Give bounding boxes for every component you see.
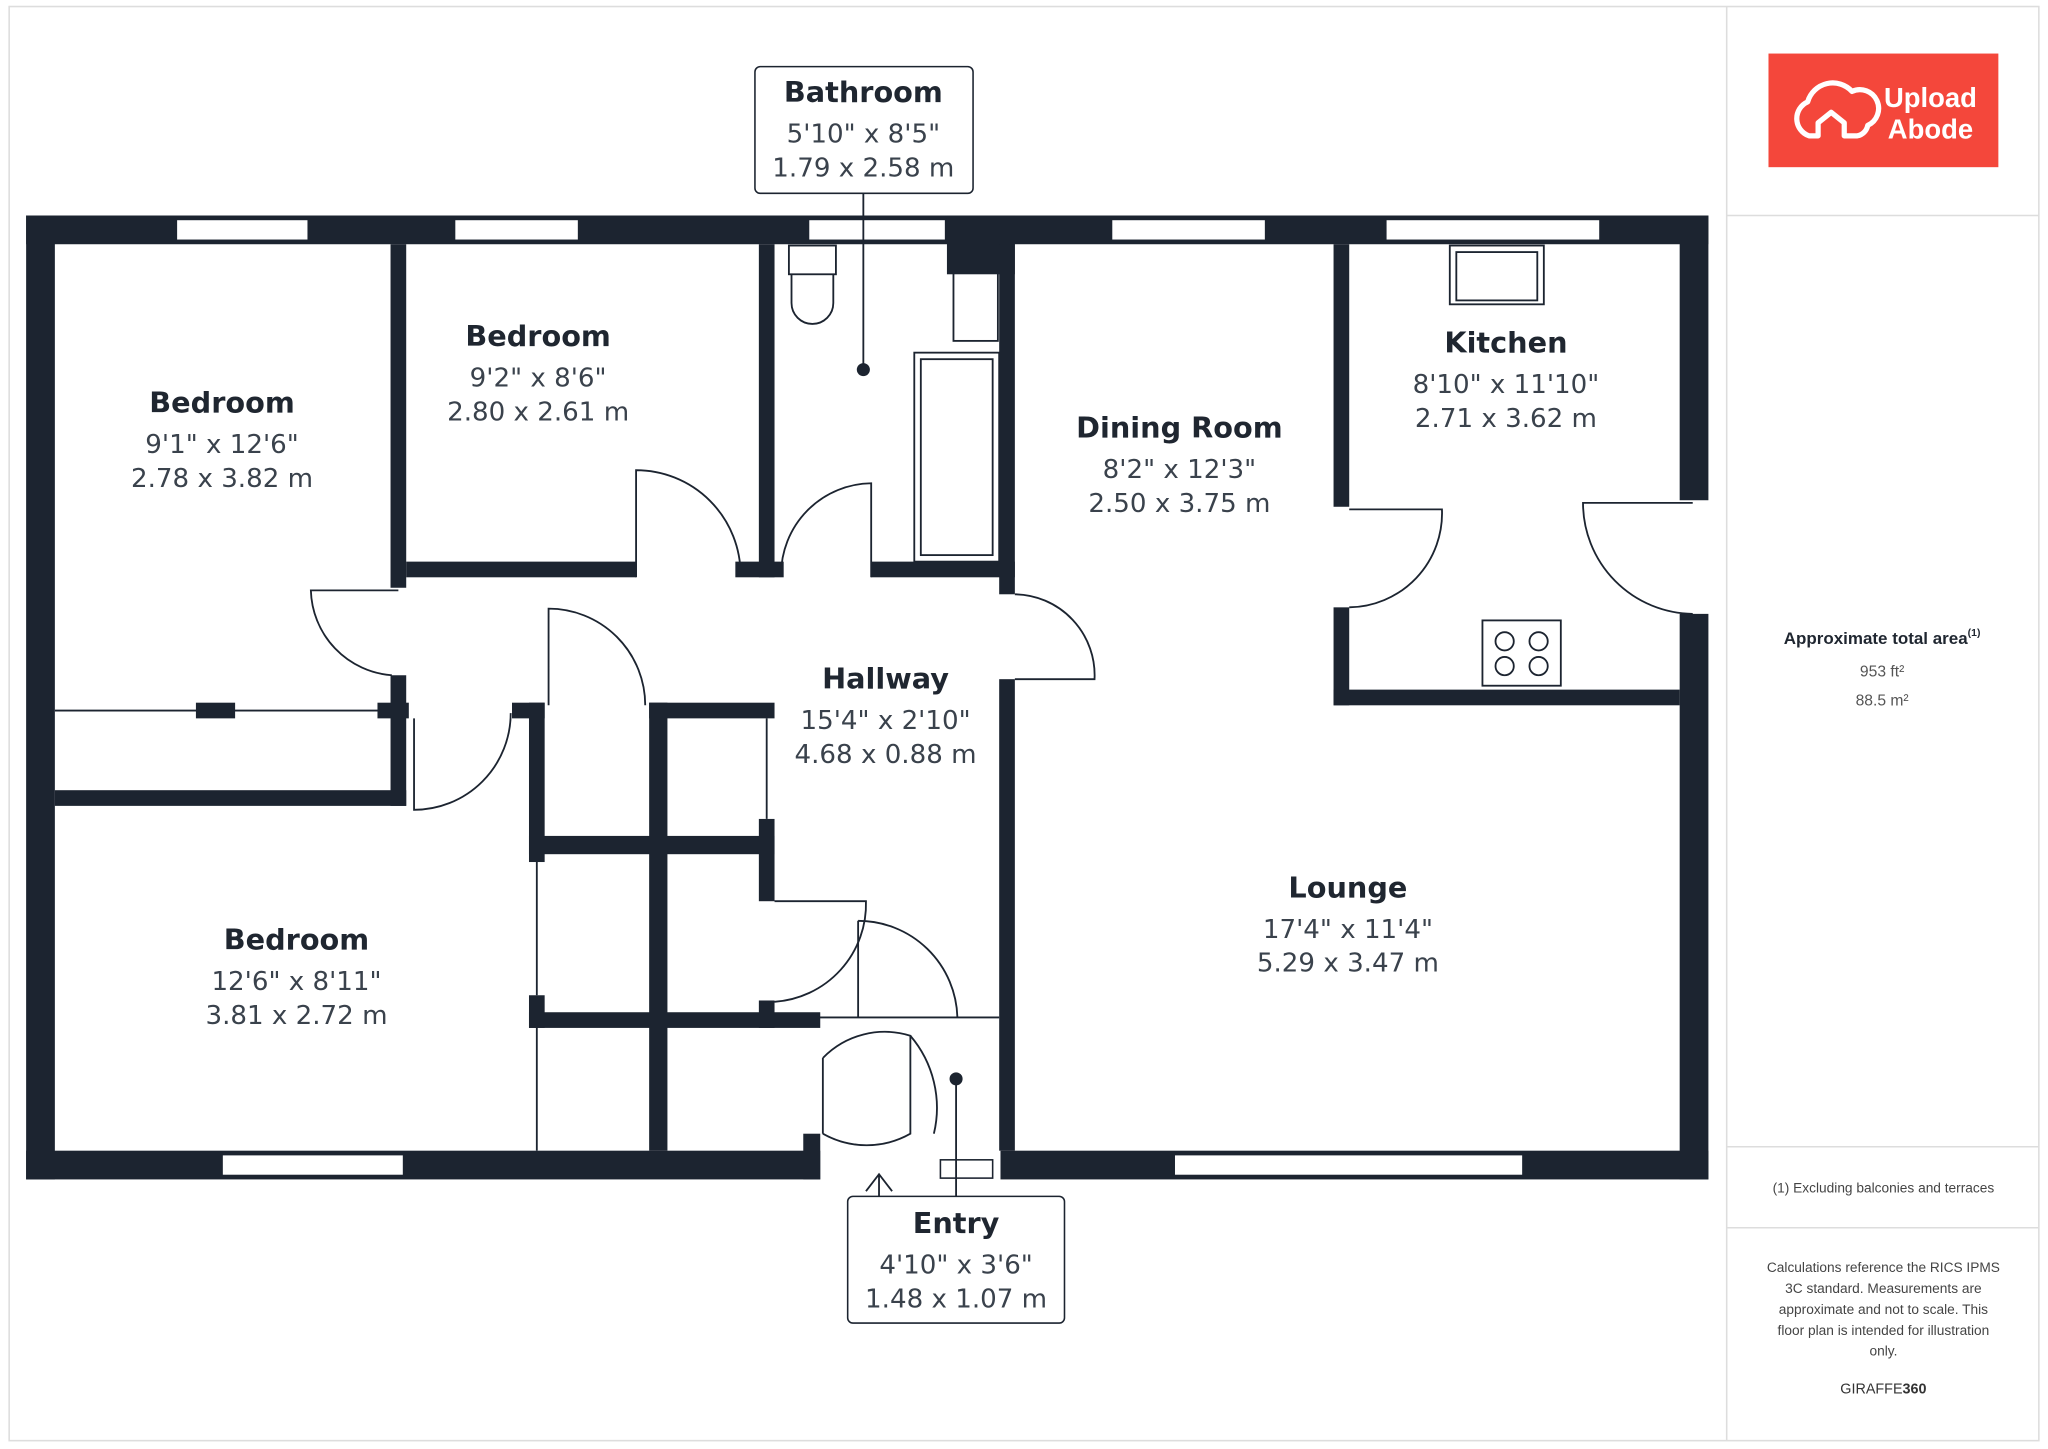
room-imperial: 8'2" x 12'3": [1103, 455, 1256, 485]
fixtures: [787, 193, 1562, 1197]
room-metric: 1.79 x 2.58 m: [772, 153, 954, 183]
room-imperial: 17'4" x 11'4": [1263, 915, 1433, 945]
room-name: Lounge: [1288, 870, 1407, 904]
room-metric: 1.48 x 1.07 m: [865, 1284, 1047, 1314]
logo-text-line1: Upload: [1884, 82, 1977, 113]
disclaimer-line: approximate and not to scale. This: [1779, 1302, 1988, 1317]
room-imperial: 15'4" x 2'10": [801, 706, 971, 736]
walls: [26, 215, 1709, 1180]
room-name: Bedroom: [224, 923, 369, 957]
area-footnote-mark: (1): [1968, 628, 1981, 639]
room-imperial: 12'6" x 8'11": [211, 967, 381, 997]
disclaimer-line: only.: [1869, 1344, 1897, 1359]
room-name: Hallway: [822, 661, 949, 695]
area-imperial: 953 ft²: [1860, 664, 1904, 681]
room-label-bathroom: Bathroom 5'10" x 8'5" 1.79 x 2.58 m: [754, 65, 974, 195]
hob-icon: [1481, 619, 1562, 687]
room-name: Bedroom: [149, 386, 294, 420]
room-name: Bedroom: [465, 319, 610, 353]
total-area: Approximate total area(1) 953 ft² 88.5 m…: [1784, 628, 1981, 709]
footnote: (1) Excluding balconies and terraces: [1773, 1180, 1995, 1195]
room-metric: 4.68 x 0.88 m: [795, 740, 977, 770]
room-metric: 2.80 x 2.61 m: [447, 398, 629, 428]
area-metric: 88.5 m²: [1856, 692, 1909, 709]
disclaimer: Calculations reference the RICS IPMS 3C …: [1767, 1260, 2000, 1359]
bathtub-icon: [913, 351, 1001, 563]
cloud-house-icon: [1794, 80, 1882, 139]
sheet-border: [8, 5, 2040, 1442]
room-metric: 2.78 x 3.82 m: [131, 464, 313, 494]
room-metric: 5.29 x 3.47 m: [1257, 949, 1439, 979]
room-name: Dining Room: [1076, 411, 1282, 445]
room-name: Entry: [913, 1206, 1000, 1240]
logo-background: [1768, 53, 1999, 168]
label-anchor-dot: [949, 1072, 963, 1086]
area-title-line: Approximate total area(1): [1784, 628, 1981, 648]
kitchen-sink-icon: [1448, 244, 1545, 306]
room-label-bedroom-2: Bedroom 9'2" x 8'6" 2.80 x 2.61 m: [447, 319, 629, 427]
room-imperial: 5'10" x 8'5": [787, 119, 940, 149]
room-label-dining-room: Dining Room 8'2" x 12'3" 2.50 x 3.75 m: [1076, 411, 1282, 519]
area-title: Approximate total area: [1784, 629, 1968, 648]
room-metric: 2.50 x 3.75 m: [1088, 489, 1270, 519]
room-name: Bathroom: [784, 75, 943, 109]
room-imperial: 9'1" x 12'6": [145, 430, 298, 460]
disclaimer-line: floor plan is intended for illustration: [1778, 1323, 1990, 1338]
room-label-kitchen: Kitchen 8'10" x 11'10" 2.71 x 3.62 m: [1413, 326, 1600, 434]
room-label-hallway: Hallway 15'4" x 2'10" 4.68 x 0.88 m: [795, 661, 977, 769]
toilet-icon: [787, 244, 837, 276]
room-imperial: 9'2" x 8'6": [470, 364, 607, 394]
brand-logo: Upload Abode: [1768, 53, 1999, 168]
credit-logo: GIRAFFE360: [1840, 1382, 1926, 1398]
sink-icon: [952, 270, 999, 342]
credit-part1: GIRAFFE: [1840, 1382, 1902, 1398]
room-imperial: 8'10" x 11'10": [1413, 370, 1600, 400]
room-metric: 3.81 x 2.72 m: [205, 1001, 387, 1031]
disclaimer-line: Calculations reference the RICS IPMS: [1767, 1260, 2000, 1275]
room-imperial: 4'10" x 3'6": [879, 1250, 1032, 1280]
room-label-entry: Entry 4'10" x 3'6" 1.48 x 1.07 m: [846, 1195, 1066, 1324]
room-name: Kitchen: [1444, 326, 1567, 360]
label-anchor-dot: [856, 363, 870, 377]
logo-text-line2: Abode: [1888, 113, 1973, 144]
disclaimer-line: 3C standard. Measurements are: [1785, 1281, 1982, 1296]
room-metric: 2.71 x 3.62 m: [1415, 404, 1597, 434]
doors: [309, 469, 1693, 1197]
room-label-bedroom-3: Bedroom 12'6" x 8'11" 3.81 x 2.72 m: [205, 923, 387, 1031]
windows: [54, 218, 1601, 1177]
room-label-bedroom-1: Bedroom 9'1" x 12'6" 2.78 x 3.82 m: [131, 386, 313, 494]
credit-part2: 360: [1903, 1382, 1927, 1398]
room-label-lounge: Lounge 17'4" x 11'4" 5.29 x 3.47 m: [1257, 870, 1439, 978]
